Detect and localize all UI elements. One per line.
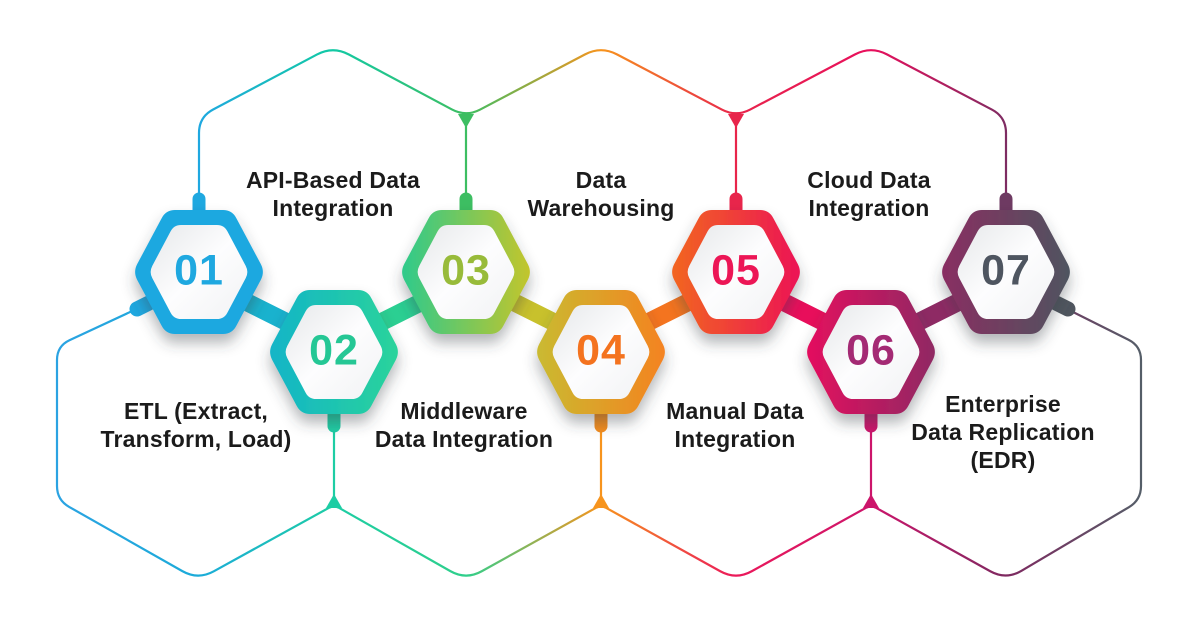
hexagon-face-01: [150, 225, 248, 319]
label-manual: Manual Data Integration: [666, 398, 804, 452]
number-03: 03: [441, 246, 491, 295]
junction-wedge: [458, 114, 474, 128]
junction-wedge: [593, 494, 609, 508]
number-06: 06: [846, 326, 896, 375]
label-middleware: Middleware Data Integration: [374, 398, 554, 452]
neck-5-6: [776, 294, 831, 330]
label-edr: Enterprise Data Replication (EDR): [911, 391, 1095, 473]
neck-1-2: [239, 294, 294, 330]
number-07: 07: [981, 246, 1031, 295]
hexagon-face-04: [552, 305, 650, 399]
hexagon-face-02: [285, 305, 383, 399]
hexagon-face-03: [417, 225, 515, 319]
label-cloud: Cloud Data Integration: [807, 167, 931, 221]
hexagon-04: [537, 290, 665, 414]
label-api-based: API-Based Data Integration: [245, 167, 421, 221]
label-data-warehousing: Data Warehousing: [527, 167, 675, 221]
hexagon-07: [942, 210, 1070, 334]
hexagon-face-07: [957, 225, 1055, 319]
hexagon-02: [270, 290, 398, 414]
neck-4-5: [641, 294, 696, 330]
number-02: 02: [309, 326, 359, 375]
hexagon-03: [402, 210, 530, 334]
hexagon-face-05: [687, 225, 785, 319]
number-04: 04: [576, 326, 626, 375]
neck-6-7: [911, 294, 966, 330]
neck-2-3: [374, 294, 429, 330]
hexagon-06: [807, 290, 935, 414]
number-05: 05: [711, 246, 761, 295]
hexagon-face-06: [822, 305, 920, 399]
junction-wedge: [326, 494, 342, 508]
top-outline-zigzag: [197, 49, 1008, 212]
neck-3-4: [506, 294, 561, 330]
label-etl: ETL (Extract, Transform, Load): [100, 398, 292, 452]
junction-wedge: [728, 114, 744, 128]
hexagon-01: [135, 210, 263, 334]
number-01: 01: [174, 246, 224, 295]
hexagon-05: [672, 210, 800, 334]
edge-stub-right: [1048, 295, 1076, 317]
junction-wedge: [863, 494, 879, 508]
edge-stub-left: [129, 295, 157, 317]
